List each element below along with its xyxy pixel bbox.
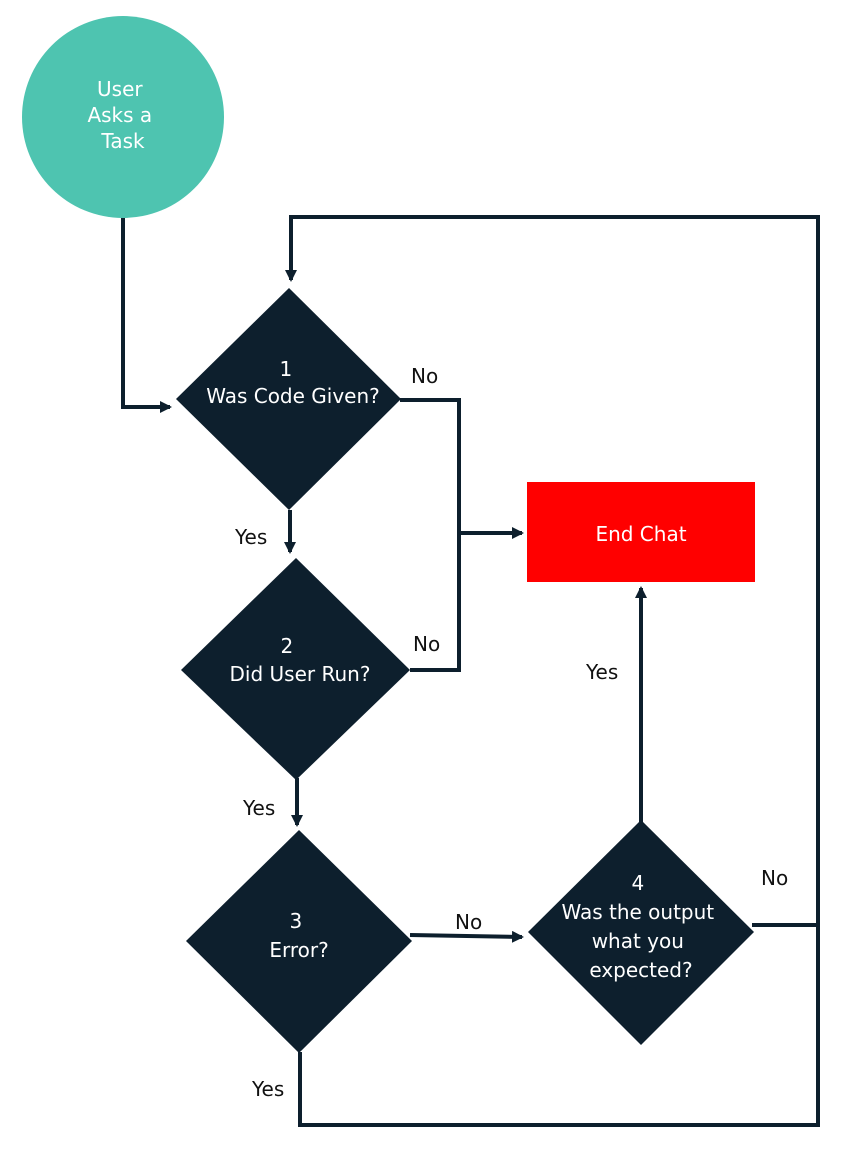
end-node: End Chat bbox=[527, 482, 755, 582]
svg-text:User Asks a Task: User Asks a Task bbox=[87, 77, 158, 153]
start-line-1: User bbox=[97, 77, 143, 101]
decision1-no-connector bbox=[400, 398, 461, 533]
start-line-2: Asks a bbox=[87, 103, 152, 127]
decision4-yes-label: Yes bbox=[585, 660, 618, 684]
decision2-question: Did User Run? bbox=[230, 662, 371, 686]
decision3-question: Error? bbox=[269, 938, 328, 962]
loop-back-connector bbox=[285, 215, 820, 925]
decision2-diamond bbox=[181, 558, 410, 780]
decision1-yes-label: Yes bbox=[234, 525, 267, 549]
svg-text:1 Was Code Given?: 1 Was Code Given? bbox=[206, 357, 380, 408]
decision3-yes-connector bbox=[298, 925, 820, 1127]
decision1-no-label: No bbox=[411, 364, 438, 388]
svg-text:3 Error?: 3 Error? bbox=[269, 909, 328, 962]
start-to-decision1-connector bbox=[121, 217, 172, 413]
decision4-diamond bbox=[528, 820, 754, 1045]
decision2-node: 2 Did User Run? bbox=[181, 558, 410, 780]
decision1-node: 1 Was Code Given? bbox=[176, 288, 401, 510]
decision3-yes-label: Yes bbox=[251, 1077, 284, 1101]
end-chat-label: End Chat bbox=[595, 522, 686, 546]
start-circle bbox=[22, 16, 224, 218]
decision3-no-label: No bbox=[455, 910, 482, 934]
decision3-no-connector bbox=[409, 930, 524, 943]
connectors bbox=[121, 215, 820, 1127]
decision4-number: 4 bbox=[631, 871, 644, 895]
decision1-diamond bbox=[176, 288, 401, 510]
decision4-no-label: No bbox=[761, 866, 788, 890]
edge-labels: No Yes No Yes No Yes Yes No bbox=[234, 364, 788, 1101]
svg-text:2 Did User Run?: 2 Did User Run? bbox=[230, 634, 371, 686]
decision2-yes-label: Yes bbox=[242, 796, 275, 820]
decision3-node: 3 Error? bbox=[186, 830, 412, 1053]
decision4-node: 4 Was the output what you expected? bbox=[528, 820, 754, 1045]
start-node: User Asks a Task bbox=[22, 16, 224, 218]
end-chat-box bbox=[527, 482, 755, 582]
decision1-question: Was Code Given? bbox=[206, 384, 380, 408]
decision1-number: 1 bbox=[279, 357, 292, 381]
decision2-no-connector bbox=[410, 533, 461, 672]
decision4-question-line-2: what you bbox=[592, 929, 684, 953]
decision4-question-line-3: expected? bbox=[589, 958, 692, 982]
decision3-diamond bbox=[186, 830, 412, 1053]
decision2-number: 2 bbox=[280, 634, 293, 658]
decision4-question-line-1: Was the output bbox=[561, 900, 714, 924]
decision2-no-label: No bbox=[413, 632, 440, 656]
start-line-3: Task bbox=[100, 129, 145, 153]
svg-text:4 Was the output w: 4 Was the output what you expected? bbox=[561, 871, 720, 982]
decision3-number: 3 bbox=[289, 909, 302, 933]
